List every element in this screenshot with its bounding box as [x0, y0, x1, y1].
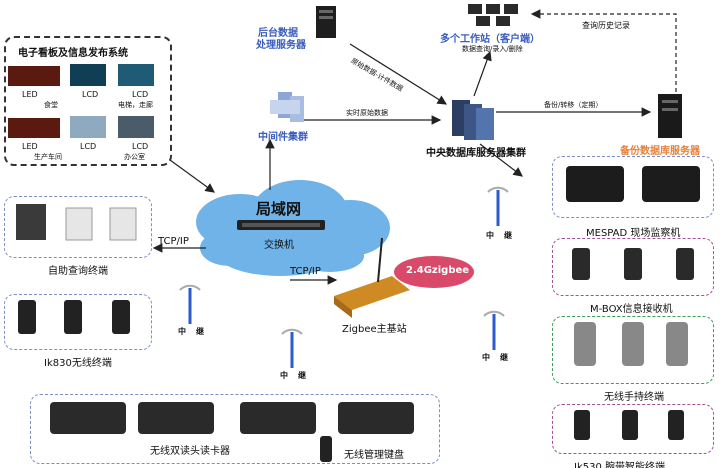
relay-1-line2: 继: [196, 327, 204, 336]
handheld-label: 无线手持终端: [604, 392, 664, 403]
edge-tcpip-left: TCP/IP: [158, 236, 189, 247]
ik530-box: [552, 404, 714, 454]
relay-2-line2: 继: [298, 371, 306, 380]
mespad-label: MESPAD 现场监察机: [586, 228, 681, 239]
middleware-icon: [270, 92, 304, 122]
display-system-box: [4, 36, 172, 166]
display-caption-elevator: 电梯，走廊: [118, 101, 153, 109]
self-query-terminals: [16, 204, 137, 241]
relay-3-line1: 中: [486, 231, 494, 240]
central-db-label: 中央数据库服务器集群: [426, 148, 526, 159]
reader-box: [30, 394, 440, 464]
ik830-label: Ik830无线终端: [44, 358, 112, 369]
ik830-box: [4, 294, 152, 350]
display-type-lcd-1: LCD: [82, 90, 99, 99]
mespad-box: [552, 156, 714, 218]
self-query-label: 自助查询终端: [48, 266, 108, 277]
lan-title: 局域网: [256, 200, 302, 218]
backup-server-icon: [658, 94, 682, 138]
relay-3-line2: 继: [504, 231, 512, 240]
mespad-devices: [566, 166, 700, 202]
arrow-backup-to-workstation: [530, 9, 677, 92]
display-type-led-1: LED: [22, 90, 38, 99]
central-db-icon: [452, 100, 494, 140]
mbox-devices: [572, 248, 694, 280]
display-caption-canteen: 食堂: [44, 101, 58, 109]
arrow-backend-to-db: [349, 43, 448, 105]
self-query-box: [4, 196, 152, 258]
display-screens: [8, 64, 154, 138]
relay-4-line2: 继: [500, 353, 508, 362]
arrow-cloud-to-display: [169, 159, 215, 193]
handheld-devices: [574, 322, 688, 366]
backend-server-label-2: 处理服务器: [256, 40, 306, 51]
ik530-label: Ik530 腕带智能终端: [574, 462, 666, 468]
zigbee-station-label: Zigbee主基站: [342, 324, 407, 335]
mbox-box: [552, 238, 714, 296]
display-type-lcd-2: LCD: [132, 90, 149, 99]
workstation-sub: 数据查询/录入/删除: [462, 45, 523, 53]
edge-tcpip-zigbee: TCP/IP: [290, 266, 321, 277]
switch-icon: [237, 220, 325, 230]
edge-realtime: 实时原始数据: [346, 109, 388, 117]
zigbee-bubble-label: 2.4Gzigbee: [406, 265, 470, 276]
workstation-label: 多个工作站（客户端）: [440, 34, 540, 45]
display-system-title: 电子看板及信息发布系统: [18, 48, 128, 59]
display-type-led-2: LED: [22, 142, 38, 151]
display-type-lcd-4: LCD: [132, 142, 149, 151]
relay-1-line1: 中: [178, 327, 186, 336]
backend-server-label-1: 后台数据: [258, 28, 298, 39]
switch-label: 交换机: [264, 240, 294, 251]
workstation-icon: [468, 4, 518, 26]
zigbee-bubble: [394, 256, 474, 288]
backup-label: 备份数据库服务器: [620, 146, 700, 157]
edge-history: 查询历史记录: [582, 21, 630, 30]
ik530-devices: [574, 410, 684, 440]
relay-2-line1: 中: [280, 371, 288, 380]
keyboard-label: 无线管理键盘: [344, 450, 404, 461]
display-caption-workshop: 生产车间: [34, 153, 62, 161]
backend-server-icon: [316, 6, 336, 38]
display-type-lcd-3: LCD: [80, 142, 97, 151]
relay-icons: [179, 186, 509, 368]
edge-backup-transfer: 备份/转移（定期）: [544, 101, 603, 109]
handheld-box: [552, 316, 714, 384]
relay-4-line1: 中: [482, 353, 490, 362]
mbox-label: M-BOX信息接收机: [590, 304, 673, 315]
reader-label: 无线双读头读卡器: [150, 446, 230, 457]
ik830-terminals: [18, 300, 130, 334]
arrow-db-to-workstation: [473, 50, 492, 97]
zigbee-base-icon: [334, 237, 410, 318]
middleware-label: 中间件集群: [258, 132, 308, 143]
card-readers: [50, 402, 414, 462]
display-caption-office: 办公室: [124, 153, 145, 161]
arrow-db-down: [479, 143, 523, 177]
